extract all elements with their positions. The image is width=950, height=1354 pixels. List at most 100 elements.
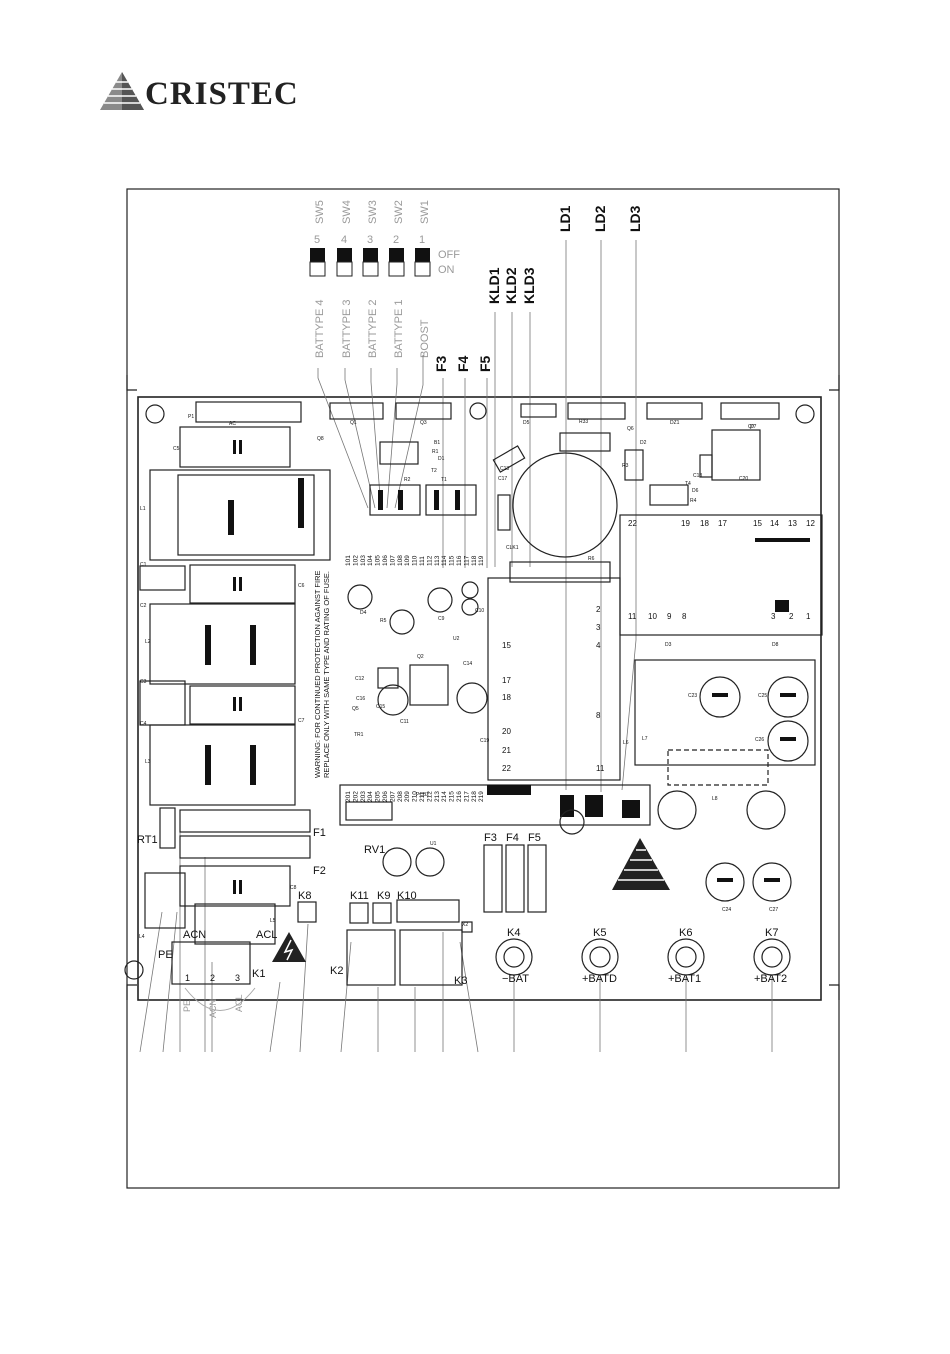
k1-pin-2: 2: [210, 973, 215, 983]
label-f2: F2: [313, 865, 326, 877]
ic-pin: 21: [502, 746, 511, 755]
component-ref: C3: [140, 679, 147, 685]
cristec-pyramid-icon: [100, 72, 144, 110]
connector-pin: 203: [360, 791, 367, 802]
component-ref: R5: [380, 618, 387, 624]
component-ref: L2: [145, 639, 151, 645]
fuse-block-f5: F5: [528, 832, 541, 844]
switch-on-position: [362, 261, 379, 277]
component-ref: C19: [480, 738, 489, 744]
component-ref: D3: [665, 642, 672, 648]
connector-pin: 213: [434, 791, 441, 802]
connector-pin: 206: [382, 791, 389, 802]
ic-pin: 15: [502, 641, 511, 650]
switch-on-position: [309, 261, 326, 277]
module-pin: 14: [770, 519, 779, 528]
led-label-ld3: LD3: [627, 205, 643, 232]
remote-led-label-kld3: KLD3: [521, 267, 537, 304]
connector-pin: 112: [426, 555, 433, 566]
connector-pin: 217: [463, 791, 470, 802]
component-ref: U1: [430, 841, 437, 847]
component-ref: C5: [173, 446, 180, 452]
label-k9: K9: [377, 890, 390, 902]
component-ref: D7: [750, 424, 757, 430]
switch-function: BATTYPE 2: [367, 300, 379, 358]
component-ref: L4: [139, 934, 145, 940]
module-pin: 13: [788, 519, 797, 528]
component-ref: X2: [462, 922, 468, 928]
component-ref: DZ1: [670, 420, 680, 426]
module-pin: 9: [667, 612, 672, 621]
component-ref: Q3: [420, 420, 427, 426]
component-ref: C7: [298, 718, 305, 724]
power-section: [139, 426, 331, 945]
module-pin: 15: [753, 519, 762, 528]
right-section-fill: [712, 693, 796, 882]
connector-pin: 117: [463, 555, 470, 566]
component-ref: Q6: [627, 426, 634, 432]
module-pin: 1: [806, 612, 811, 621]
mounting-holes: [124, 402, 815, 980]
component-ref: PCB2: [416, 792, 429, 798]
component-ref: C1: [140, 562, 147, 568]
connector-pin: 211: [419, 791, 426, 802]
component-ref: L6: [623, 740, 629, 746]
component-ref: C2: [140, 603, 147, 609]
component-ref: Q7: [748, 424, 755, 430]
component-ref: D2: [640, 440, 647, 446]
component-ref: C17: [498, 476, 507, 482]
remote-led-label-kld1: KLD1: [486, 267, 502, 304]
connector-pin: 207: [389, 791, 396, 802]
connector-pin: 202: [352, 791, 359, 802]
board-logo-icon: [612, 838, 670, 890]
ic-pin: 4: [596, 641, 601, 650]
right-section: [559, 659, 816, 902]
k1-sub-acl: ACL: [234, 994, 244, 1012]
connector-pin: 115: [449, 555, 456, 566]
ic-pin: 11: [596, 764, 605, 773]
ic-pin: 20: [502, 727, 511, 736]
component-ref: C12: [355, 676, 364, 682]
module-pin: 19: [681, 519, 690, 528]
module-pin: 3: [771, 612, 776, 621]
fuse-label-f3: F3: [433, 355, 449, 372]
ic-pin: 18: [502, 693, 511, 702]
connector-pin: 218: [471, 791, 478, 802]
connector-pin: 214: [441, 791, 448, 802]
off-label: OFF: [438, 249, 460, 261]
switch-on-position: [336, 261, 353, 277]
terminal-k7-ref: K7: [765, 927, 778, 939]
component-ref: D4: [360, 610, 367, 616]
brand-name: CRISTEC: [145, 76, 299, 112]
switch-number: 3: [367, 234, 373, 246]
connector-pin: 215: [449, 791, 456, 802]
component-ref: C23: [688, 693, 697, 699]
component-ref: C4: [140, 721, 147, 727]
led-label-ld2: LD2: [592, 205, 608, 232]
terminal-k6-label: +BAT1: [668, 973, 701, 985]
terminal-k4-label: −BAT: [502, 973, 529, 985]
switch-on-position: [388, 261, 405, 277]
switch-name: SW5: [314, 200, 326, 224]
component-ref: L7: [642, 736, 648, 742]
connector-pin: 103: [360, 555, 367, 566]
component-ref: C11: [400, 719, 409, 725]
component-ref: U2: [453, 636, 460, 642]
connector-pin: 108: [397, 555, 404, 566]
power-section-fill: [205, 440, 304, 894]
connector-pin: 101: [345, 555, 352, 566]
component-ref: D6: [692, 488, 699, 494]
component-ref: C24: [722, 907, 731, 913]
component-ref: C16: [356, 696, 365, 702]
component-ref: T4: [685, 481, 691, 487]
component-ref: CLK1: [506, 545, 519, 551]
component-ref: C6: [298, 583, 305, 589]
component-ref: C13: [500, 466, 509, 472]
ic-pin: 2: [596, 605, 601, 614]
center-section-fill: [378, 490, 810, 818]
module-pin: 10: [648, 612, 657, 621]
board-outline: [137, 396, 822, 1001]
connector-pin: 216: [456, 791, 463, 802]
